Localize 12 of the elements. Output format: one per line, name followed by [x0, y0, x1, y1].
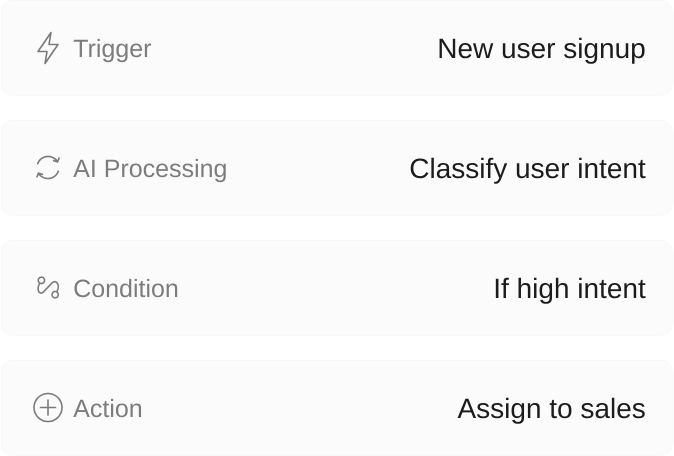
workflow-card	[1, 120, 673, 216]
step-value: New user signup	[440, 38, 645, 64]
step-label: Trigger	[74, 38, 152, 62]
step-label: Action	[73, 398, 142, 418]
step-label: Condition	[74, 278, 178, 298]
step-value: Classify user intent	[410, 158, 646, 184]
step-label: AI Processing	[73, 158, 226, 182]
workflow-card	[1, 0, 673, 96]
step-value: Assign to sales	[458, 398, 645, 424]
step-value: If high intent	[496, 278, 646, 304]
workflow-card	[1, 240, 673, 336]
workflow-card	[1, 360, 673, 456]
